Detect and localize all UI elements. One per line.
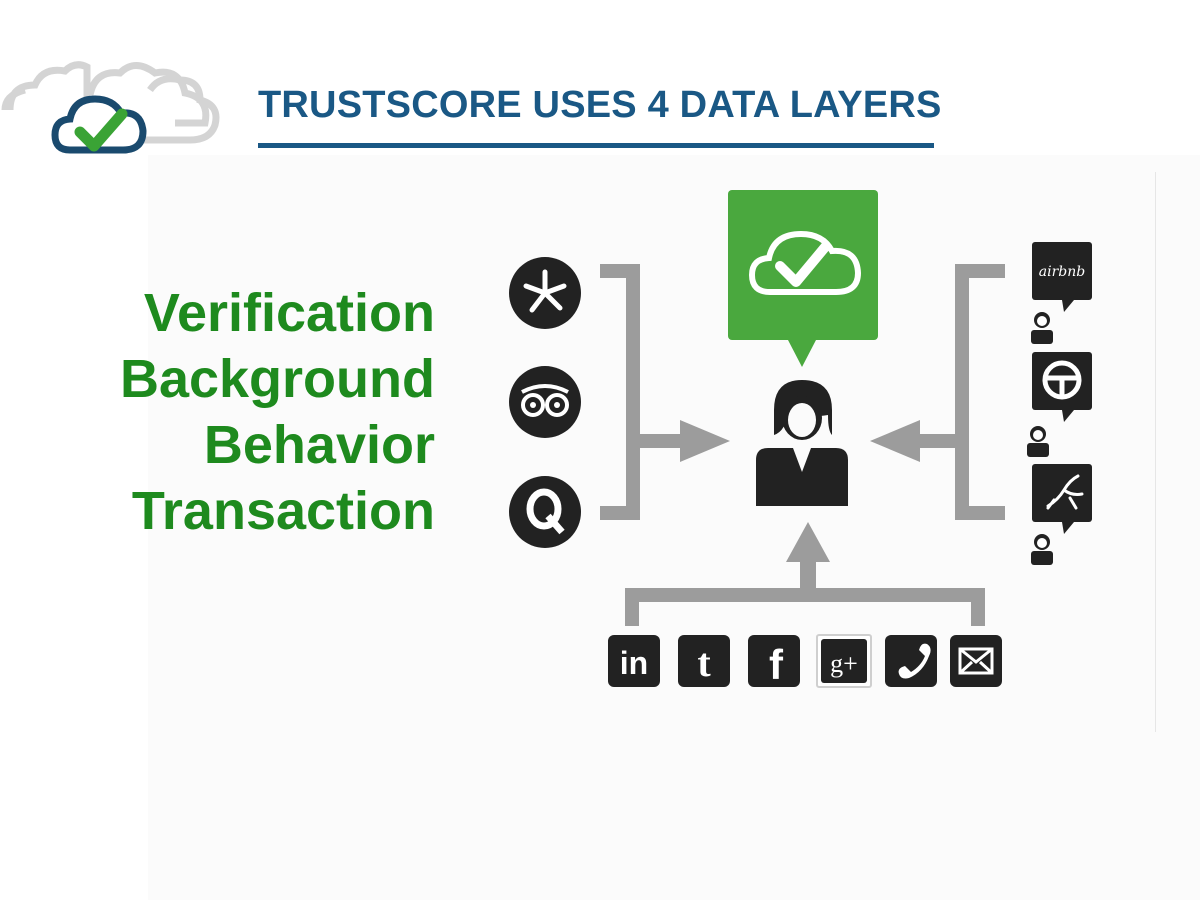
bottom-bracket-arrow — [625, 522, 985, 626]
svg-text:t: t — [697, 640, 711, 685]
diagram-panel-background — [148, 155, 1200, 900]
left-bracket-arrow — [600, 264, 730, 520]
phone-icon — [885, 635, 937, 687]
title-underline — [258, 143, 934, 148]
email-icon — [950, 635, 1002, 687]
airbnb-icon: airbnb — [1031, 242, 1092, 344]
linkedin-icon: in — [608, 635, 660, 687]
cloud-check-logo-icon — [51, 95, 147, 154]
layer-behavior: Behavior — [203, 415, 435, 475]
page-title: TRUSTSCORE USES 4 DATA LAYERS — [258, 84, 942, 126]
svg-text:g+: g+ — [830, 649, 858, 678]
panel-edge — [1155, 172, 1200, 732]
trustscore-logo — [1, 61, 220, 154]
layer-transaction: Transaction — [131, 481, 435, 541]
person-icon — [756, 380, 848, 506]
tripadvisor-icon — [509, 366, 581, 438]
data-layers-list: Verification Background Behavior Transac… — [120, 280, 435, 544]
trustscore-diagram: airbnb in t f g+ — [509, 190, 1092, 688]
airbnb-label: airbnb — [1039, 264, 1085, 280]
yelp-icon — [509, 257, 581, 329]
rabbit-icon — [1031, 464, 1092, 565]
cloud-check-icon — [728, 190, 878, 367]
right-bracket-arrow — [870, 264, 1005, 520]
svg-text:in: in — [620, 645, 648, 681]
twitter-icon: t — [678, 635, 730, 687]
small-person-icon — [1031, 312, 1053, 344]
facebook-icon: f — [748, 635, 800, 688]
layer-background: Background — [119, 349, 435, 409]
layer-verification: Verification — [143, 283, 435, 343]
svg-text:f: f — [769, 641, 784, 688]
small-person-icon — [1027, 426, 1049, 457]
small-person-icon — [1031, 534, 1053, 565]
steering-wheel-icon — [1027, 352, 1092, 457]
quora-icon — [509, 476, 581, 548]
google-plus-icon: g+ — [816, 634, 872, 688]
